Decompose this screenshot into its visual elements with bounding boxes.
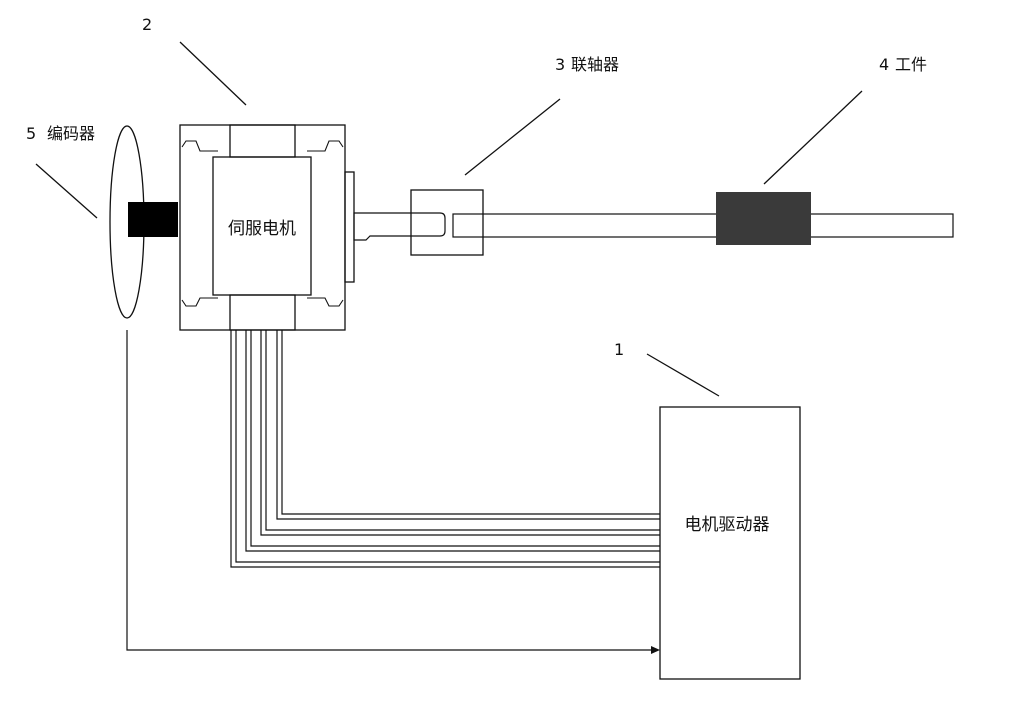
motor-shaft bbox=[353, 212, 446, 241]
arrow-head bbox=[651, 646, 660, 654]
label-number-encoder: 5 bbox=[26, 124, 36, 143]
leader-driver bbox=[646, 353, 720, 397]
label-number-motor: 2 bbox=[142, 15, 152, 34]
motor-driver: 电机驱动器 bbox=[659, 406, 801, 680]
label-encoder: 编码器 bbox=[47, 124, 95, 143]
cable bbox=[276, 330, 660, 520]
motor-corner-detail bbox=[307, 140, 344, 152]
motor-label: 伺服电机 bbox=[228, 219, 296, 239]
label-number-workpiece: 4 bbox=[879, 55, 889, 74]
driver-box bbox=[659, 406, 801, 680]
motor-corner-detail bbox=[307, 297, 344, 307]
cable bbox=[260, 330, 660, 536]
motor-corner-detail bbox=[181, 297, 218, 307]
encoder-hub bbox=[128, 202, 178, 237]
leader-workpiece bbox=[763, 90, 863, 185]
motor-top-tab bbox=[229, 124, 296, 158]
coupling bbox=[410, 189, 484, 256]
feedback-line bbox=[126, 330, 660, 654]
output-shaft bbox=[452, 213, 954, 238]
workpiece bbox=[716, 192, 811, 245]
motor-flange bbox=[344, 171, 355, 283]
label-coupling: 联轴器 bbox=[571, 55, 619, 74]
cable bbox=[245, 330, 660, 552]
motor-corner-detail bbox=[181, 140, 218, 152]
motor-bottom-tab bbox=[229, 294, 296, 331]
label-workpiece: 工件 bbox=[895, 55, 927, 74]
label-number-driver: 1 bbox=[614, 340, 624, 359]
leader-coupling bbox=[464, 98, 561, 176]
label-number-coupling: 3 bbox=[555, 55, 565, 74]
power-cables bbox=[230, 330, 660, 568]
leader-encoder bbox=[35, 163, 98, 219]
cable bbox=[230, 330, 660, 568]
leader-motor bbox=[179, 41, 247, 106]
motor-body bbox=[212, 156, 312, 296]
driver-label: 电机驱动器 bbox=[685, 515, 770, 535]
encoder bbox=[109, 125, 178, 319]
leader-lines bbox=[35, 41, 863, 397]
servo-motor: 伺服电机 bbox=[179, 124, 446, 331]
